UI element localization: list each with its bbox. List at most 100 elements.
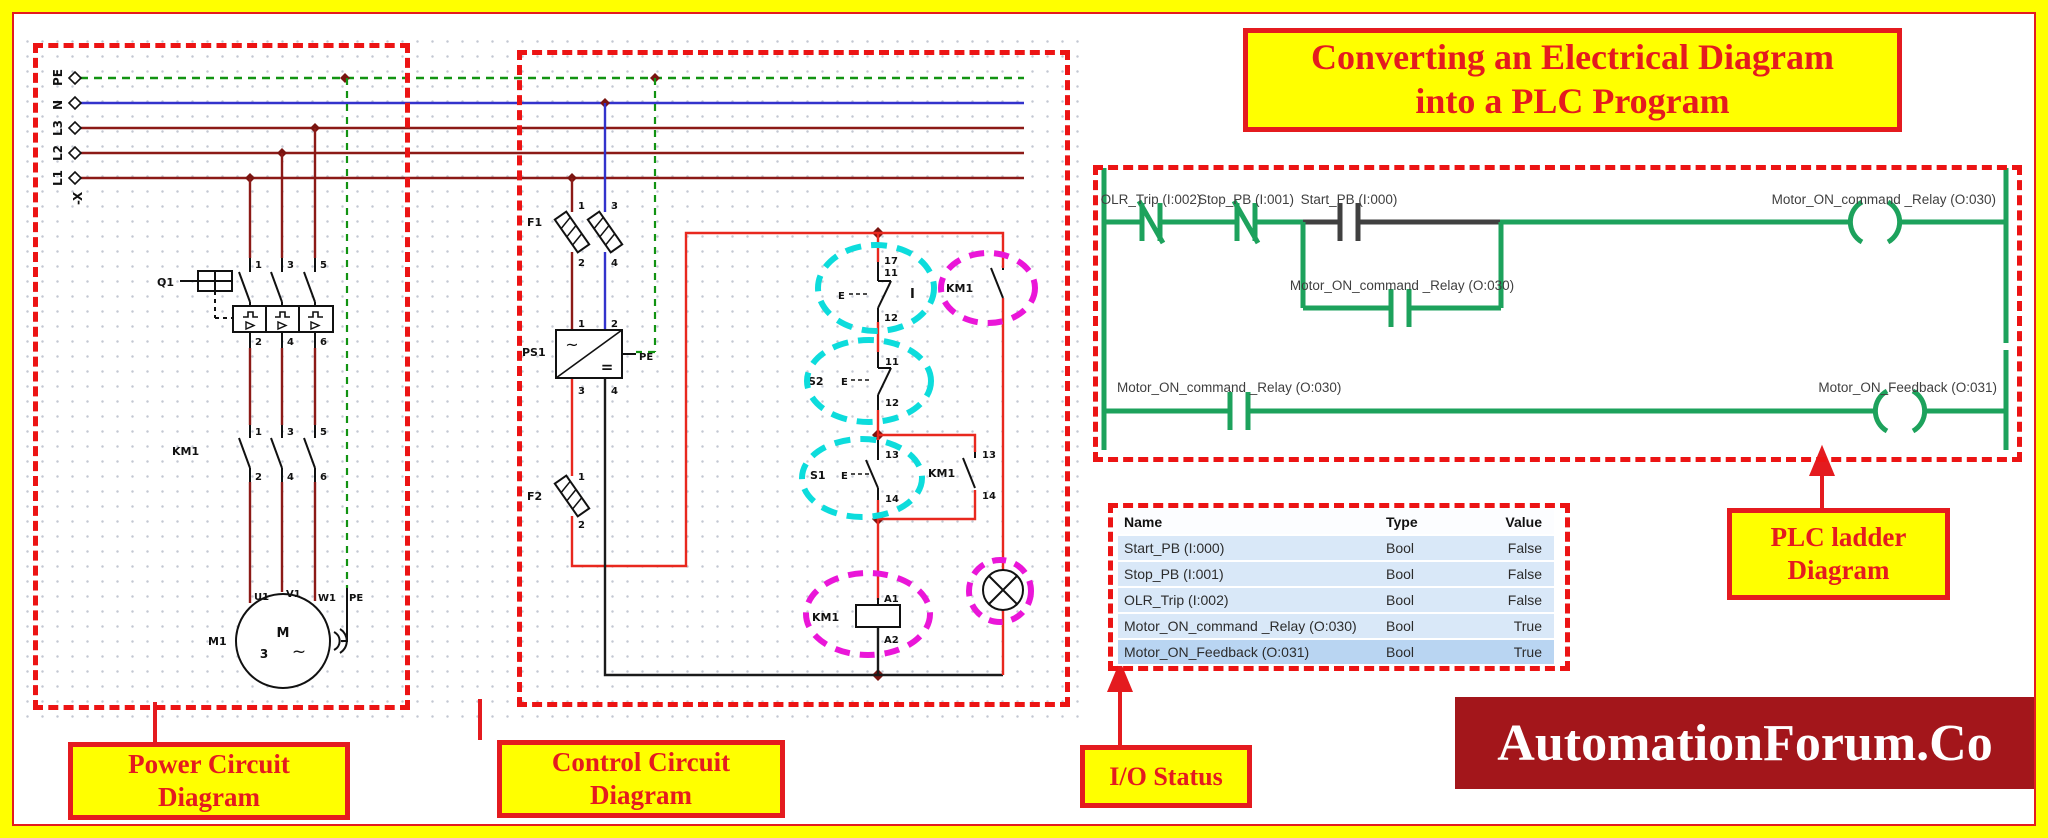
caption-line: Diagram [158,782,260,812]
svg-text:A2: A2 [884,635,899,646]
lamp-icon [982,569,1024,611]
column-header-value: Value [1505,513,1542,530]
caption-line: Diagram [1787,555,1890,585]
svg-text:6: 6 [320,337,327,348]
arrow-up-icon [1107,660,1133,692]
control-wires [570,78,1005,677]
caption-line: Control Circuit [551,747,731,778]
tag-value: True [1513,644,1542,660]
power-feeders [248,128,317,603]
svg-text:W1: W1 [318,593,336,604]
km1-power-labels: KM1 1 3 5 2 4 6 [172,427,327,483]
device-tag: KM1 [946,282,973,295]
tag-value: True [1513,618,1542,634]
km1-power-contacts [238,425,316,482]
table-row: Stop_PB (I:001) Bool False [1118,562,1554,588]
highlight-ellipses [799,242,1038,658]
tag-name: Motor_ON_Feedback (O:031) [1124,644,1310,660]
ladder-rung-2: Motor_ON_command _Relay (O:030) Motor_ON… [1104,380,2006,434]
cad-dot-grid [20,34,1086,718]
svg-text:1: 1 [578,201,585,212]
km1-aux-lamp-contact: KM1 [946,267,1004,299]
svg-text:2: 2 [611,319,618,330]
io-table-header-row: Name Type Value [1118,509,1554,536]
coil-label: Motor_ON_command _Relay (O:030) [1772,192,1996,207]
tag-type: Bool [1386,566,1415,582]
bus-lines [80,76,1024,180]
s2-stop-button: E S2 11 12 [808,352,899,410]
bus-label-l2: L2 [51,145,65,161]
device-tag: S1 [810,469,826,482]
contact-label: Stop_PB (I:001) [1198,192,1294,207]
svg-text:1: 1 [255,260,262,271]
highlight-circle-magenta [966,557,1034,625]
arrow-up-icon [1809,444,1835,476]
highlight-ellipse-cyan [799,436,925,520]
power-circuit-region [33,43,410,710]
brand-logo-text: AutomationForum.Co [1497,714,1993,772]
motor-phase: 3 [260,647,268,661]
actuator-e: E [841,377,848,388]
bus-label-l1: L1 [51,170,65,186]
title-line-2: into a PLC Program [1415,81,1730,121]
caption-line: I/O Status [1109,761,1223,791]
svg-text:3: 3 [611,201,618,212]
bus-label-pe: PE [51,69,65,86]
olr-trip-contact: E I 17 11 12 [838,256,915,324]
table-row: Start_PB (I:000) Bool False [1118,536,1554,562]
ladder-rails [1101,168,2009,450]
svg-text:3: 3 [578,386,585,397]
svg-text:3: 3 [287,260,294,271]
io-status-region [1108,503,1570,671]
svg-text:PE: PE [349,593,363,604]
svg-text:1: 1 [578,319,585,330]
svg-text:5: 5 [320,260,327,271]
svg-text:14: 14 [885,494,899,505]
callout-connectors [153,444,1835,745]
svg-text:2: 2 [578,258,585,269]
svg-text:2: 2 [255,337,262,348]
coil-label: Motor_ON_Feedback (O:031) [1818,380,1997,395]
tag-type: Bool [1386,644,1415,660]
device-tag: Q1 [157,276,174,289]
svg-text:2: 2 [578,520,585,531]
branch-contact-label: Motor_ON_command _Relay (O:030) [1290,278,1514,293]
caption-line: PLC ladder [1770,522,1907,553]
svg-text:6: 6 [320,472,327,483]
table-row: Motor_ON_command _Relay (O:030) Bool Tru… [1118,614,1554,640]
svg-text:4: 4 [611,258,618,269]
km1-coil-symbol: KM1 A1 A2 [812,594,901,646]
column-header-name: Name [1124,513,1163,530]
device-tag: S2 [808,375,824,388]
f2-fuse: F2 1 2 [527,472,591,531]
plc-ladder-region [1093,165,2022,462]
tag-type: Bool [1386,540,1415,556]
highlight-ellipse-cyan [804,337,934,425]
svg-text:4: 4 [287,472,294,483]
highlight-ellipse-cyan [815,242,937,334]
contact-label: OLR_Trip (I:002) [1101,192,1202,207]
tag-type: Bool [1386,592,1415,608]
io-status-table: Name Type Value Start_PB (I:000) Bool Fa… [1118,509,1554,666]
io-status-caption: I/O Status [1080,745,1252,808]
title-line-1: Converting an Electrical Diagram [1311,37,1834,78]
device-tag: KM1 [812,611,839,624]
svg-text:2: 2 [255,472,262,483]
brand-logo: AutomationForum.Co [1455,697,2035,789]
svg-text:13: 13 [982,450,996,461]
tag-value: False [1507,540,1542,556]
pe-drop-power [341,78,349,642]
actuator-e: E [841,471,848,482]
svg-text:14: 14 [982,491,996,502]
s1-start-button: E S1 13 14 [810,440,899,505]
svg-text:12: 12 [884,313,898,324]
tag-name: OLR_Trip (I:002) [1124,592,1229,608]
svg-text:13: 13 [885,450,899,461]
device-tag: F2 [527,490,542,503]
svg-text:1: 1 [578,472,585,483]
svg-text:12: 12 [885,398,899,409]
column-header-type: Type [1386,513,1418,530]
device-tag: M1 [208,635,227,648]
svg-text:11: 11 [885,357,899,368]
